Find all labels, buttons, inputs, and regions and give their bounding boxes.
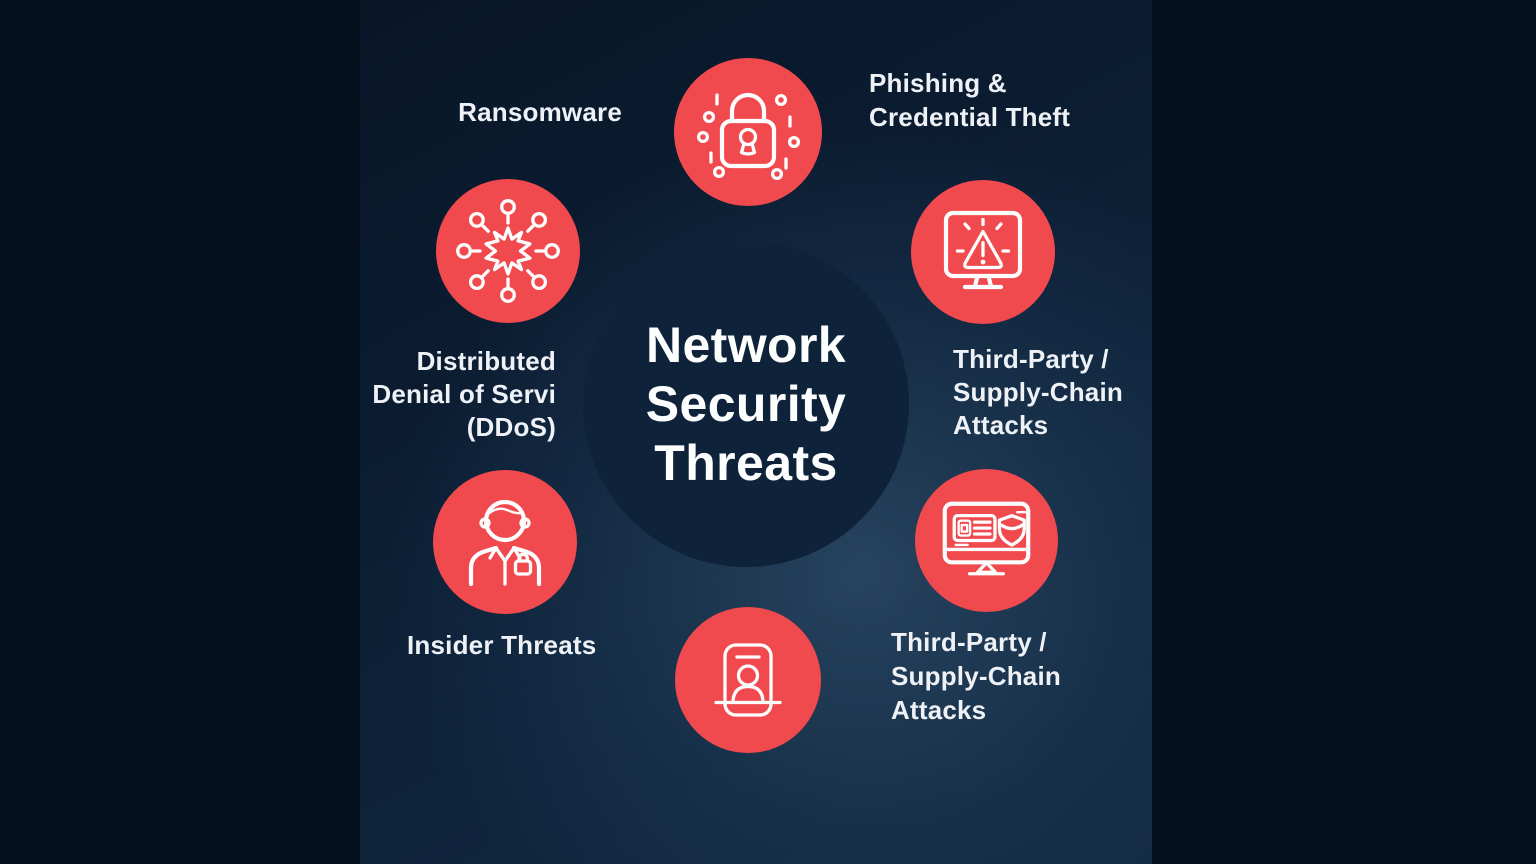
label-ddos: Distributed Denial of Servi (DDoS) xyxy=(372,345,556,444)
title-line-3: Threats xyxy=(654,434,838,491)
label-line: Supply-Chain xyxy=(891,661,1061,691)
node-ransomware-lock xyxy=(674,58,822,206)
label-line: Denial of Servi xyxy=(372,379,556,409)
label-line: Distributed xyxy=(416,346,556,376)
monitor-id-shield-icon xyxy=(942,501,1031,576)
label-third-party-supply-chain-bottom: Third-Party / Supply-Chain Attacks xyxy=(891,625,1061,727)
id-badge-icon xyxy=(714,643,782,717)
node-supplychain-monitor xyxy=(915,469,1058,612)
label-line: Credential Theft xyxy=(869,102,1071,132)
label-ransomware: Ransomware xyxy=(458,95,622,129)
node-alert-monitor xyxy=(911,180,1055,324)
label-line: Third-Party / xyxy=(953,344,1109,374)
label-third-party-supply-chain-top: Third-Party / Supply-Chain Attacks xyxy=(953,343,1123,442)
node-insider-person xyxy=(433,470,577,614)
node-id-badge xyxy=(675,607,821,753)
page-title: Network Security Threats xyxy=(646,316,847,493)
insider-person-icon xyxy=(468,499,542,587)
ddos-burst-icon xyxy=(456,199,560,303)
label-line: Ransomware xyxy=(458,97,622,127)
label-phishing-credential-theft: Phishing & Credential Theft xyxy=(869,66,1070,134)
label-line: Supply-Chain xyxy=(953,377,1123,407)
label-line: Attacks xyxy=(953,410,1049,440)
title-line-1: Network xyxy=(645,316,847,373)
label-line: Insider Threats xyxy=(407,630,597,660)
center-circle: Network Security Threats xyxy=(583,241,909,567)
node-ddos-burst xyxy=(436,179,580,323)
monitor-alert-icon xyxy=(943,210,1023,290)
label-line: Attacks xyxy=(891,695,987,725)
padlock-binary-icon xyxy=(696,92,801,181)
label-insider-threats: Insider Threats xyxy=(407,628,596,662)
label-line: Third-Party / xyxy=(891,627,1047,657)
label-line: Phishing & xyxy=(869,68,1007,98)
title-line-2: Security xyxy=(645,375,847,432)
label-line: (DDoS) xyxy=(466,412,556,442)
